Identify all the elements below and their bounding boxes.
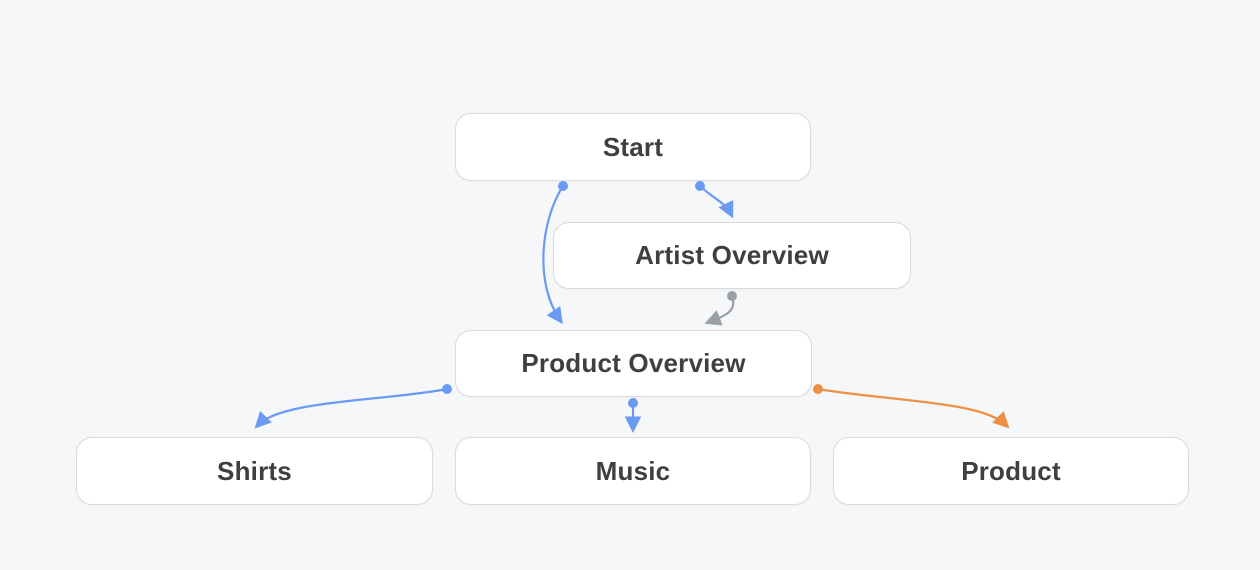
node-product[interactable]: Product [833, 437, 1189, 505]
node-music[interactable]: Music [455, 437, 811, 505]
edge-origin-dot-start-artist [695, 181, 705, 191]
edge-start-to-artist-overview [698, 184, 734, 219]
node-product-overview-label: Product Overview [521, 348, 746, 378]
node-product-overview[interactable]: Product Overview [455, 330, 812, 397]
edge-origin-dot-start-product-overview [558, 181, 568, 191]
edge-product-overview-to-shirts [254, 387, 449, 429]
node-shirts-label: Shirts [217, 455, 292, 486]
edge-artist-overview-to-product-overview [704, 295, 735, 326]
node-start[interactable]: Start [455, 113, 811, 181]
node-start-label: Start [602, 131, 664, 162]
node-shirts[interactable]: Shirts [76, 437, 433, 505]
edge-origin-dot-artist-product [727, 291, 737, 301]
edge-origin-dot-product-overview-product [813, 384, 823, 394]
edge-product-overview-to-product [816, 387, 1010, 429]
edge-origin-dot-product-overview-shirts [442, 384, 452, 394]
node-product-label: Product [961, 455, 1061, 486]
node-artist-overview[interactable]: Artist Overview [553, 222, 911, 289]
node-music-label: Music [595, 455, 671, 486]
edge-origin-dot-product-overview-music [628, 398, 638, 408]
node-artist-overview-label: Artist Overview [635, 240, 829, 270]
